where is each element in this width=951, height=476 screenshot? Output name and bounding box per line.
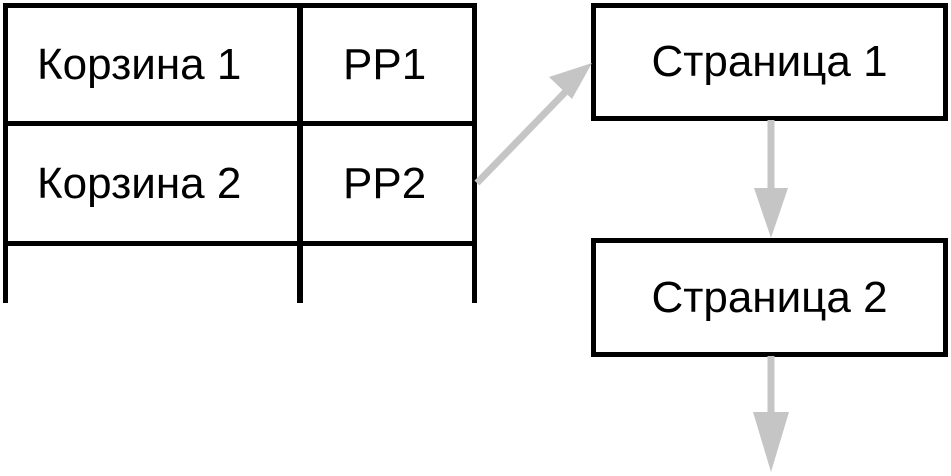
table-cell-pp-1: PP1 bbox=[343, 39, 427, 89]
table-cell-pp-2: PP2 bbox=[343, 158, 427, 208]
table-column-divider bbox=[297, 3, 303, 303]
table-cell-basket-2: Корзина 2 bbox=[37, 158, 242, 208]
table-row-divider-1 bbox=[3, 121, 477, 126]
table-cell-basket-1: Корзина 1 bbox=[37, 39, 242, 89]
table-cell-basket-3 bbox=[8, 246, 326, 303]
table-cell-pp-3 bbox=[303, 246, 512, 303]
arrow-page1-to-page2 bbox=[754, 120, 788, 238]
page-box-2-label: Страница 2 bbox=[651, 272, 888, 322]
page-box-1[interactable]: Страница 1 bbox=[591, 3, 948, 121]
table-row-divider-2 bbox=[3, 241, 477, 246]
table-border-top bbox=[3, 3, 477, 8]
table-border-left bbox=[3, 3, 8, 303]
page-box-1-label: Страница 1 bbox=[651, 37, 888, 86]
arrow-page2-to-next bbox=[753, 356, 789, 472]
basket-pp-table: Корзина 1 PP1 Корзина 2 PP2 bbox=[3, 3, 477, 303]
page-box-2[interactable]: Страница 2 bbox=[591, 238, 948, 357]
